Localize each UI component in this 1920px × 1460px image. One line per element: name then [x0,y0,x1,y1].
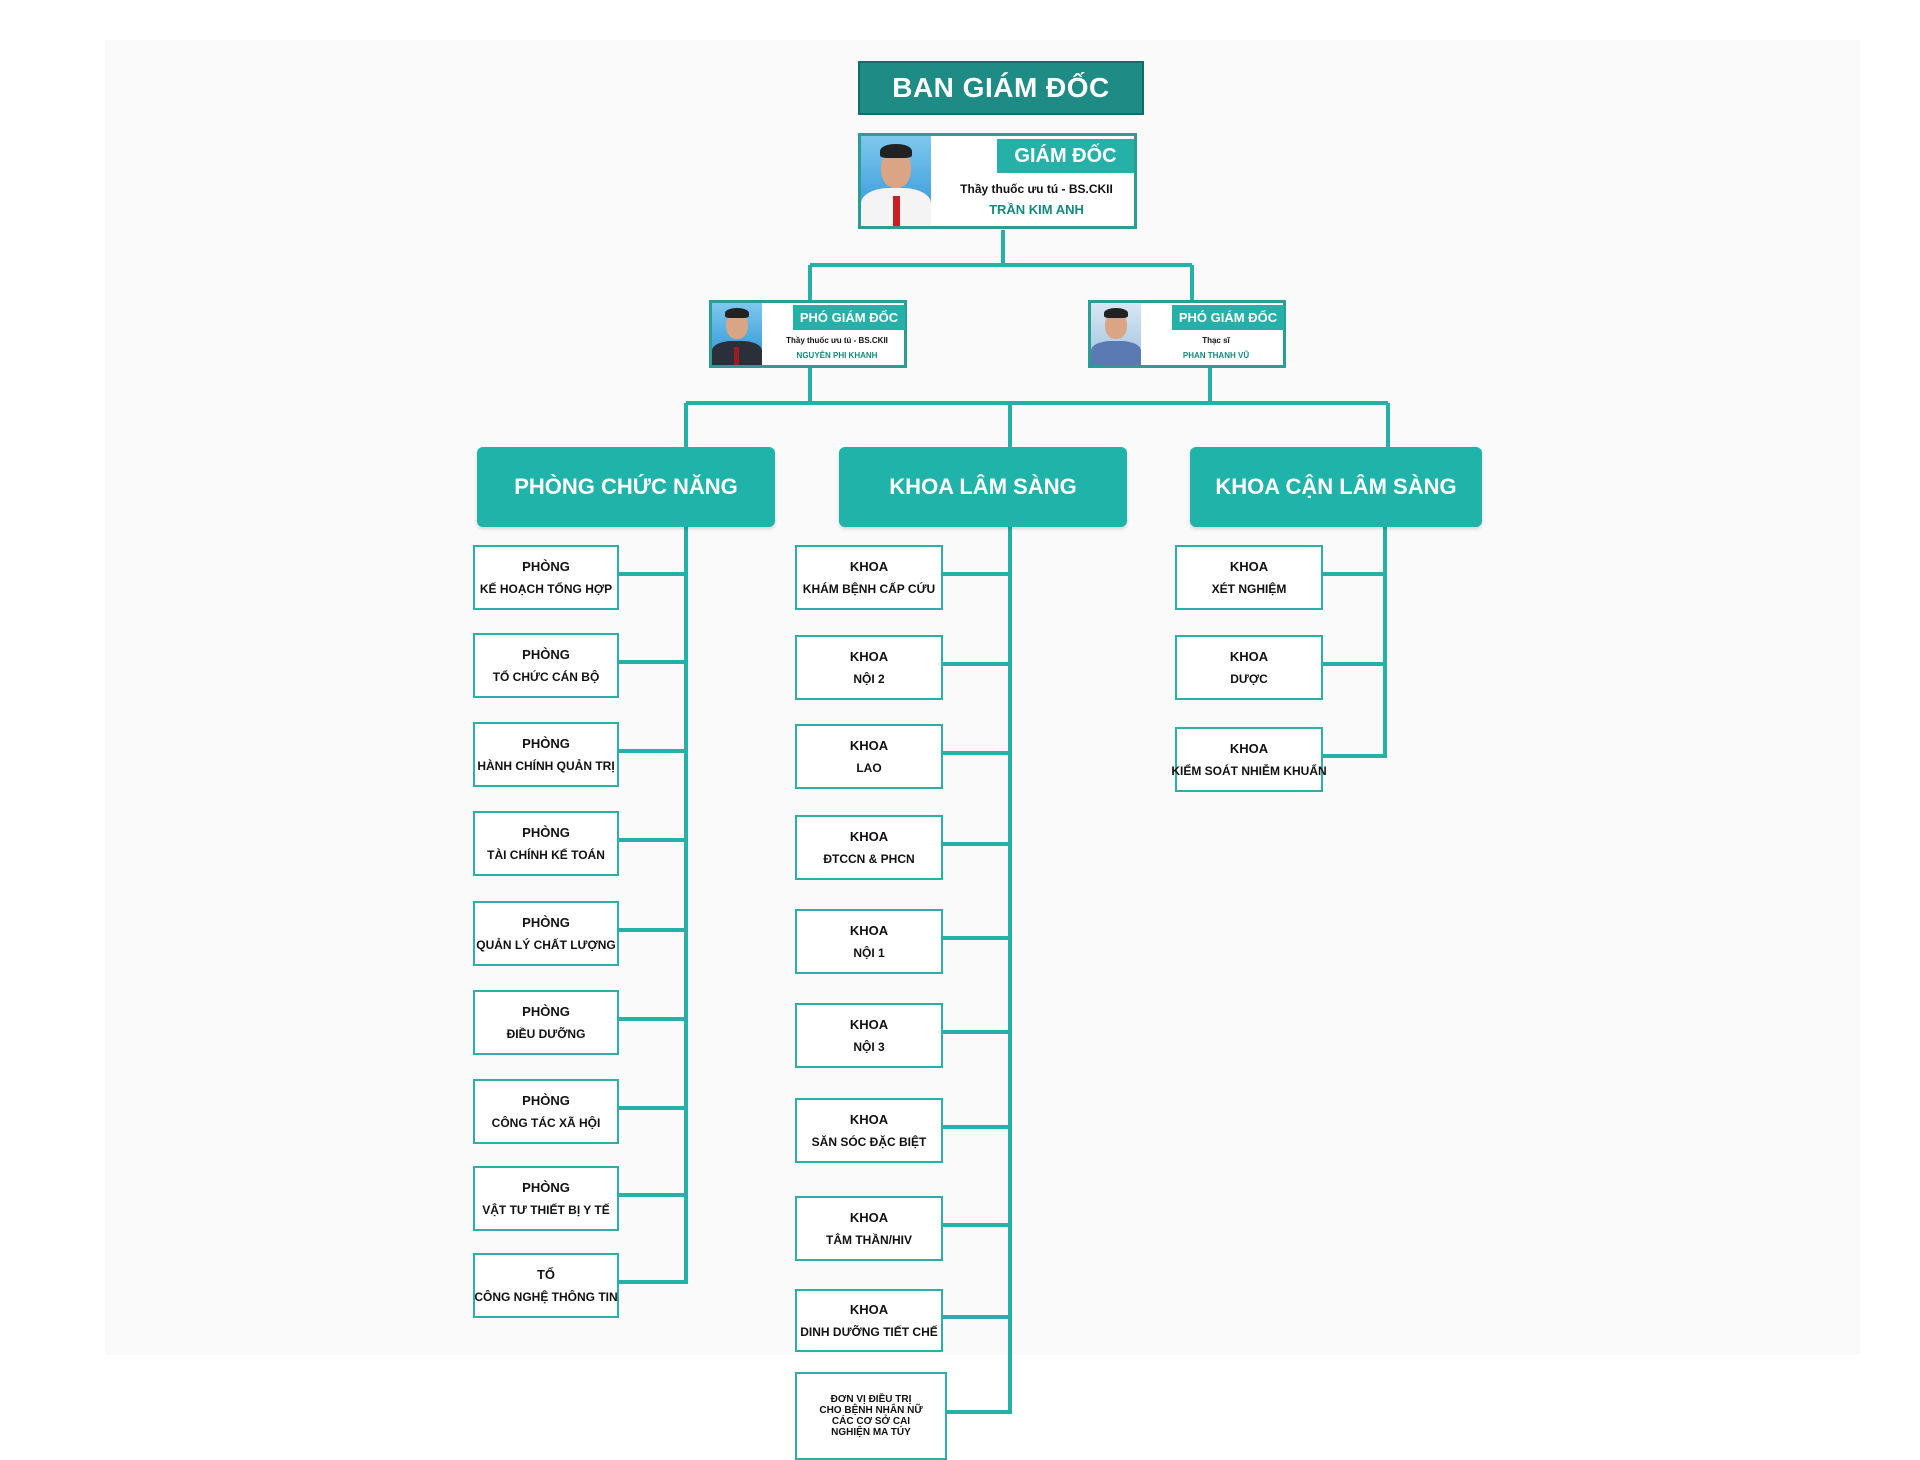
deputy-card-2: PHÓ GIÁM ĐỐC Thạc sĩ PHAN THANH VŨ [1088,300,1286,368]
deputy-card-1: PHÓ GIÁM ĐỐC Thầy thuốc ưu tú - BS.CKII … [709,300,907,368]
deputy-credential-2: Thạc sĩ [1202,336,1230,345]
deputy-credential-1: Thầy thuốc ưu tú - BS.CKII [786,336,888,345]
chart-background [105,40,1860,1355]
director-photo [861,136,931,226]
director-card: GIÁM ĐỐC Thầy thuốc ưu tú - BS.CKII TRẦN… [858,133,1137,229]
deputy-role-2: PHÓ GIÁM ĐỐC [1172,305,1284,330]
director-credential: Thầy thuốc ưu tú - BS.CKII [960,182,1113,196]
deputy-role-1: PHÓ GIÁM ĐỐC [793,305,905,330]
director-role: GIÁM ĐỐC [997,139,1134,173]
board-title: BAN GIÁM ĐỐC [858,61,1144,115]
column-head-paraclinical-depts: KHOA CẬN LÂM SÀNG [1190,447,1482,527]
column-head-functional-rooms: PHÒNG CHỨC NĂNG [477,447,775,527]
deputy-name-1: NGUYỄN PHI KHANH [796,351,878,360]
deputy-photo-1 [712,303,762,365]
column-head-clinical-depts: KHOA LÂM SÀNG [839,447,1127,527]
deputy-name-2: PHAN THANH VŨ [1182,351,1250,360]
deputy-photo-2 [1091,303,1141,365]
director-name: TRẦN KIM ANH [989,202,1084,217]
